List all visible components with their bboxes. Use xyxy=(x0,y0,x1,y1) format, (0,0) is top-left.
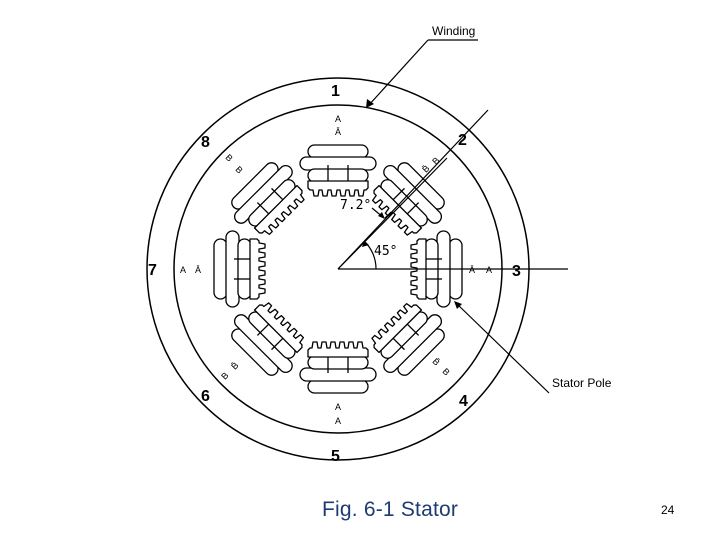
step-angle-label: 7.2° xyxy=(340,198,371,213)
pole-number-3: 3 xyxy=(512,263,521,280)
winding-label-pole-4-inner: B̄ xyxy=(430,356,441,367)
winding-label-pole-8-outer: B xyxy=(223,152,234,163)
step-angle-line xyxy=(337,157,448,270)
pole-number-8: 8 xyxy=(201,134,210,151)
pole-number-6: 6 xyxy=(201,388,210,405)
winding-label-pole-2-outer: B̄ xyxy=(420,163,431,174)
winding-label-pole-4-outer: B xyxy=(440,366,451,377)
stator-pole-7 xyxy=(213,230,266,308)
page-number: 24 xyxy=(661,503,675,517)
pole-number-7: 7 xyxy=(148,262,157,279)
winding-label-pole-2-inner: B xyxy=(430,155,441,166)
step-angle-arrowhead xyxy=(378,212,385,219)
winding-label-pole-5-outer: A xyxy=(335,402,341,412)
stator-pole-arrowhead xyxy=(454,301,462,309)
winding-label-pole-7-inner: Ā xyxy=(195,265,201,275)
step-angle-arc xyxy=(384,211,392,219)
winding-leader-line xyxy=(367,39,429,107)
winding-label-pole-8-inner: B xyxy=(233,164,244,175)
winding-label-pole-1-inner: Ā xyxy=(335,127,341,137)
figure-caption: Fig. 6-1 Stator xyxy=(322,498,459,521)
pole-number-1: 1 xyxy=(331,83,340,100)
winding-label-pole-7-outer: A xyxy=(180,265,186,275)
stator-pole-leader-line xyxy=(455,302,550,394)
stator-pole-callout: Stator Pole xyxy=(552,376,612,390)
pole-angle-label: 45° xyxy=(374,244,397,259)
angle-45-arrowhead xyxy=(362,241,369,247)
pole-number-4: 4 xyxy=(459,393,468,410)
winding-label-pole-6-inner: B̄ xyxy=(229,360,240,371)
pole-number-5: 5 xyxy=(331,448,340,465)
winding-label-pole-3-outer: A xyxy=(486,265,492,275)
winding-label-pole-6-outer: B xyxy=(219,370,230,381)
stator-pole-4 xyxy=(362,293,454,385)
stator-pole-5 xyxy=(299,341,377,394)
winding-callout: Winding xyxy=(432,24,475,38)
stator-pole-1 xyxy=(299,144,377,197)
pole-2-axis-line xyxy=(337,109,489,270)
winding-label-pole-1-outer: A xyxy=(335,114,341,124)
pole-number-2: 2 xyxy=(458,132,467,149)
winding-label-pole-3-inner: Ā xyxy=(469,265,475,275)
winding-label-pole-5-inner: A xyxy=(335,416,341,426)
winding-arrowhead xyxy=(366,99,374,108)
